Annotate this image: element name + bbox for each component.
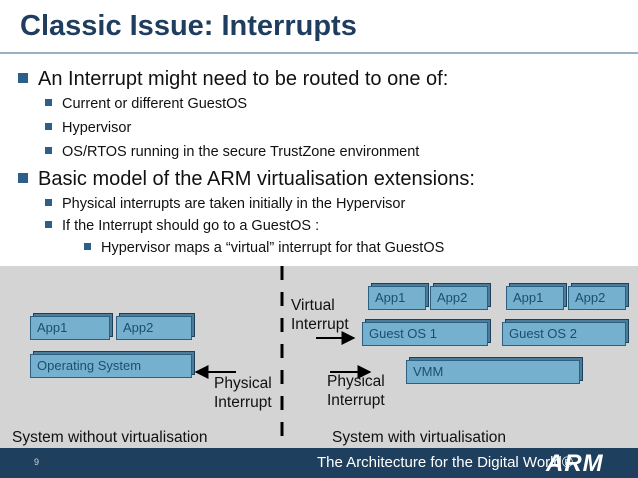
guest-os-2-box: Guest OS 2: [502, 320, 628, 346]
bullet-1-2-text: Hypervisor: [62, 120, 132, 136]
guest1-app1-label: App1: [375, 290, 406, 305]
arm-logo: ARM: [546, 450, 604, 477]
footer-tagline: The Architecture for the Digital World®: [317, 454, 573, 471]
bullet-1-1: Current or different GuestOS: [45, 96, 247, 112]
bullet-2-2-1: Hypervisor maps a “virtual” interrupt fo…: [84, 240, 444, 256]
caption-without-virtualisation: System without virtualisation: [12, 429, 208, 446]
guest2-app1-label: App1: [513, 290, 544, 305]
guest1-app2-label: App2: [437, 290, 468, 305]
slide-title: Classic Issue: Interrupts: [20, 10, 357, 42]
app1-label: App1: [37, 320, 68, 335]
guest1-app1-box: App1: [368, 284, 428, 310]
bullet-square-icon: [84, 242, 91, 250]
guest-os-2-label: Guest OS 2: [509, 326, 577, 341]
guest-os-1-label: Guest OS 1: [369, 326, 437, 341]
bullet-1: An Interrupt might need to be routed to …: [18, 68, 448, 91]
vmm-label: VMM: [413, 364, 444, 379]
bullet-square-icon: [45, 122, 52, 130]
bullet-square-icon: [45, 98, 52, 106]
footer-bar: 9 The Architecture for the Digital World…: [0, 448, 638, 478]
app1-box: App1: [30, 314, 112, 340]
right-physical-interrupt-label: Physical Interrupt: [327, 373, 385, 409]
page-number: 9: [34, 457, 40, 467]
left-physical-interrupt-label: Physical Interrupt: [214, 375, 272, 411]
bullet-2-1: Physical interrupts are taken initially …: [45, 196, 405, 212]
guest2-app1-box: App1: [506, 284, 566, 310]
guest-os-1-box: Guest OS 1: [362, 320, 490, 346]
guest2-app2-box: App2: [568, 284, 628, 310]
bullet-2-text: Basic model of the ARM virtualisation ex…: [38, 168, 475, 190]
vmm-box: VMM: [406, 358, 582, 384]
virtualisation-diagram: App1 App2 Operating System App1 App2 App…: [0, 266, 638, 448]
bullet-2-1-text: Physical interrupts are taken initially …: [62, 196, 406, 212]
caption-with-virtualisation: System with virtualisation: [332, 429, 507, 446]
app2-box: App2: [116, 314, 194, 340]
bullet-2-2-text: If the Interrupt should go to a GuestOS …: [62, 218, 320, 234]
bullet-square-icon: [45, 198, 52, 206]
bullet-square-icon: [18, 72, 28, 83]
operating-system-box: Operating System: [30, 352, 194, 378]
guest2-app2-label: App2: [575, 290, 606, 305]
bullet-square-icon: [18, 172, 28, 183]
bullet-1-1-text: Current or different GuestOS: [62, 96, 248, 112]
bullet-1-text: An Interrupt might need to be routed to …: [38, 68, 449, 90]
title-rule: [0, 52, 638, 54]
bullet-1-2: Hypervisor: [45, 120, 131, 136]
bullet-1-3-text: OS/RTOS running in the secure TrustZone …: [62, 144, 420, 160]
bullet-2-2: If the Interrupt should go to a GuestOS …: [45, 218, 319, 234]
virtual-interrupt-label: Virtual Interrupt: [291, 297, 349, 333]
bullet-1-3: OS/RTOS running in the secure TrustZone …: [45, 144, 419, 160]
bullet-2: Basic model of the ARM virtualisation ex…: [18, 168, 475, 191]
guest1-app2-box: App2: [430, 284, 490, 310]
bullet-square-icon: [45, 146, 52, 154]
bullet-2-2-1-text: Hypervisor maps a “virtual” interrupt fo…: [101, 240, 445, 256]
operating-system-label: Operating System: [37, 358, 142, 373]
bullet-square-icon: [45, 220, 52, 228]
app2-label: App2: [123, 320, 154, 335]
diagram-lines: [194, 266, 372, 448]
